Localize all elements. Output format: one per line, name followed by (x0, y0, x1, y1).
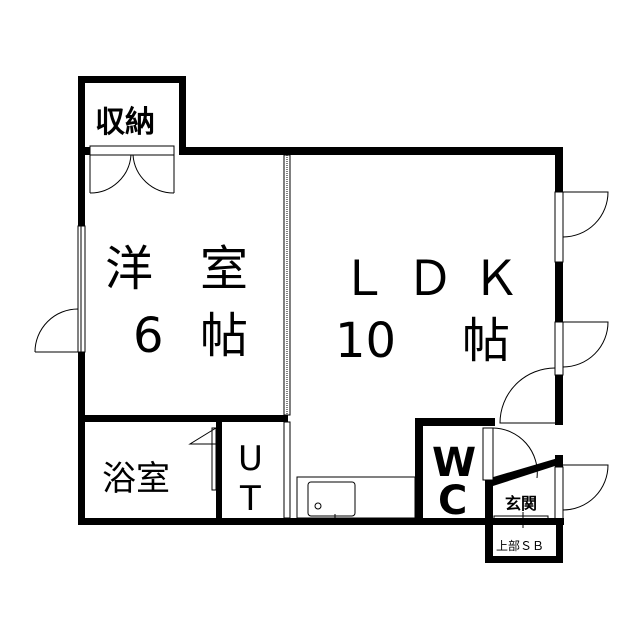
western-room-name-2: 室 (200, 241, 248, 297)
western-room-name-1: 洋 (105, 241, 153, 297)
wc-door[interactable] (482, 427, 494, 481)
right-door-1[interactable] (562, 191, 609, 238)
walls (78, 76, 564, 563)
ldk-name: ＬＤＫ (340, 251, 520, 307)
western-room-size: 6 (133, 308, 164, 364)
ldk-entry-door[interactable] (499, 367, 556, 424)
bath-label: 浴室 (102, 459, 170, 499)
labels: 収納 洋 室 6 帖 ＬＤＫ 10 帖 浴室 U T W C 玄関 上部ＳＢ (95, 105, 544, 553)
ut-label-1: U (238, 439, 263, 479)
doors (34, 145, 609, 522)
shoebox-label: 上部ＳＢ (496, 538, 544, 553)
ut-label-2: T (239, 479, 261, 519)
ldk-unit: 帖 (462, 313, 510, 369)
kitchen-sink (307, 481, 356, 517)
wc-label-2: C (438, 478, 467, 524)
bath-door[interactable] (188, 427, 217, 445)
entrance-door[interactable] (562, 464, 609, 511)
ldk-size: 10 (335, 313, 396, 369)
kitchen-counter (296, 476, 416, 519)
wc-label-1: W (432, 440, 476, 486)
closet-door[interactable] (89, 145, 175, 156)
right-door-2[interactable] (562, 321, 609, 368)
entrance-label: 玄関 (505, 494, 537, 513)
closet-label: 収納 (95, 105, 155, 140)
left-door[interactable] (34, 308, 79, 353)
western-room-unit: 帖 (200, 308, 248, 364)
thin-partitions (77, 154, 564, 528)
